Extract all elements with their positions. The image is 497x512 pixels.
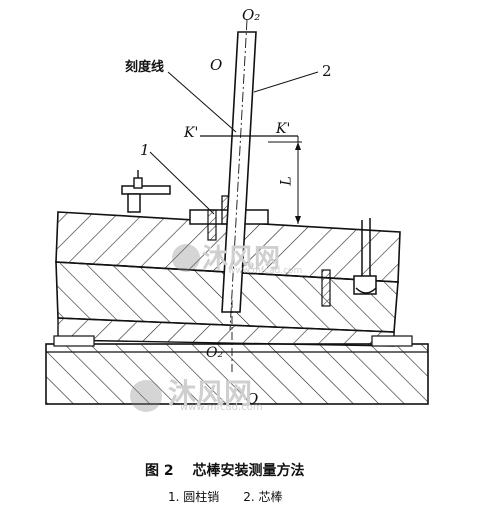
diagram-drawing bbox=[45, 19, 429, 412]
label-o2-top: O₂ bbox=[242, 6, 261, 24]
label-o-bottom: O bbox=[246, 390, 259, 408]
label-k-right: K' bbox=[276, 121, 291, 137]
right-clamp bbox=[321, 218, 377, 307]
label-o2-bottom: O₂ bbox=[206, 345, 224, 361]
label-part-1: 1 bbox=[140, 141, 150, 159]
watermark-logo-icon bbox=[130, 244, 200, 412]
base-plate bbox=[45, 335, 429, 405]
mandrel-installation-diagram: O₂ O 刻度线 2 K' K' 1 L O₂ O 沐风网 www.mfcad.… bbox=[45, 6, 429, 413]
label-o-top: O bbox=[210, 56, 223, 74]
left-clamp bbox=[121, 170, 171, 213]
watermark-url: www.mfcad.com bbox=[180, 402, 263, 413]
label-dial-gauge: 刻度线 bbox=[125, 60, 165, 75]
figure-caption-title: 图 2 芯棒安装测量方法 bbox=[145, 463, 305, 479]
dimension-l bbox=[268, 136, 302, 224]
watermark-text: 沐风网 bbox=[202, 244, 281, 274]
mandrel-rod bbox=[221, 19, 257, 331]
leader-lines bbox=[149, 71, 319, 215]
label-part-2: 2 bbox=[322, 62, 332, 80]
figure-caption-legend: 1. 圆柱销 2. 芯棒 bbox=[168, 490, 283, 504]
label-k-left: K' bbox=[184, 125, 199, 141]
label-dimension-l: L bbox=[278, 176, 295, 186]
watermark-url: www.mfcad.com bbox=[228, 266, 303, 276]
watermark-text: 沐风网 bbox=[168, 377, 253, 410]
